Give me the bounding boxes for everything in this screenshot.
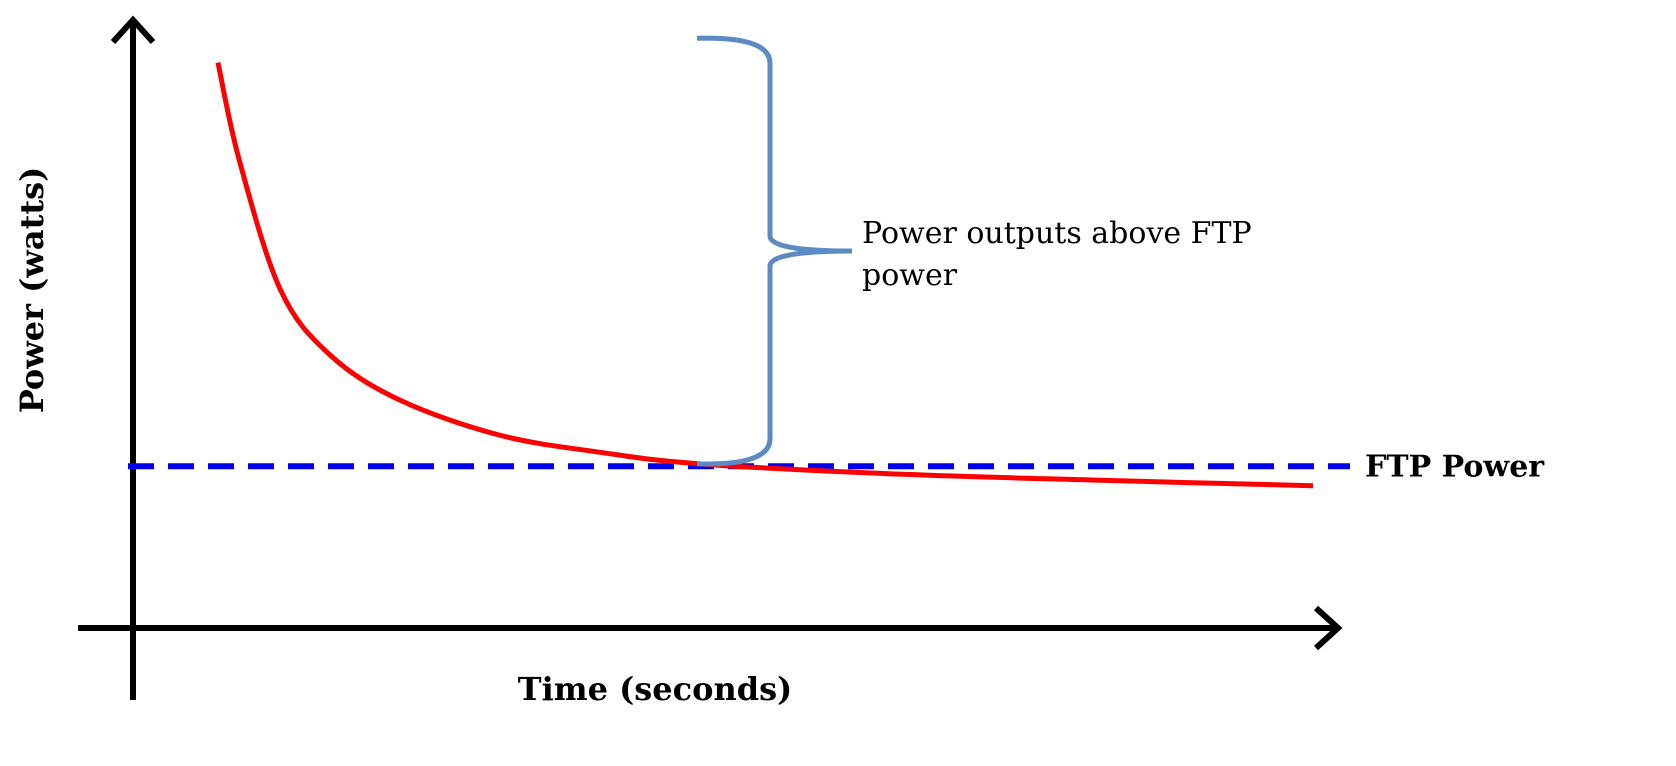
ftp-label: FTP Power: [1365, 449, 1545, 484]
power-curve-line: [215, 62, 1314, 489]
y-axis: [110, 15, 156, 700]
x-axis: [78, 605, 1343, 651]
annotation-brace: [696, 35, 853, 467]
x-axis-label: Time (seconds): [518, 670, 792, 708]
annotation-text-line1: Power outputs above FTP: [862, 216, 1252, 251]
y-axis-label: Power (watts): [13, 167, 51, 414]
annotation-text-line2: power: [862, 258, 958, 293]
